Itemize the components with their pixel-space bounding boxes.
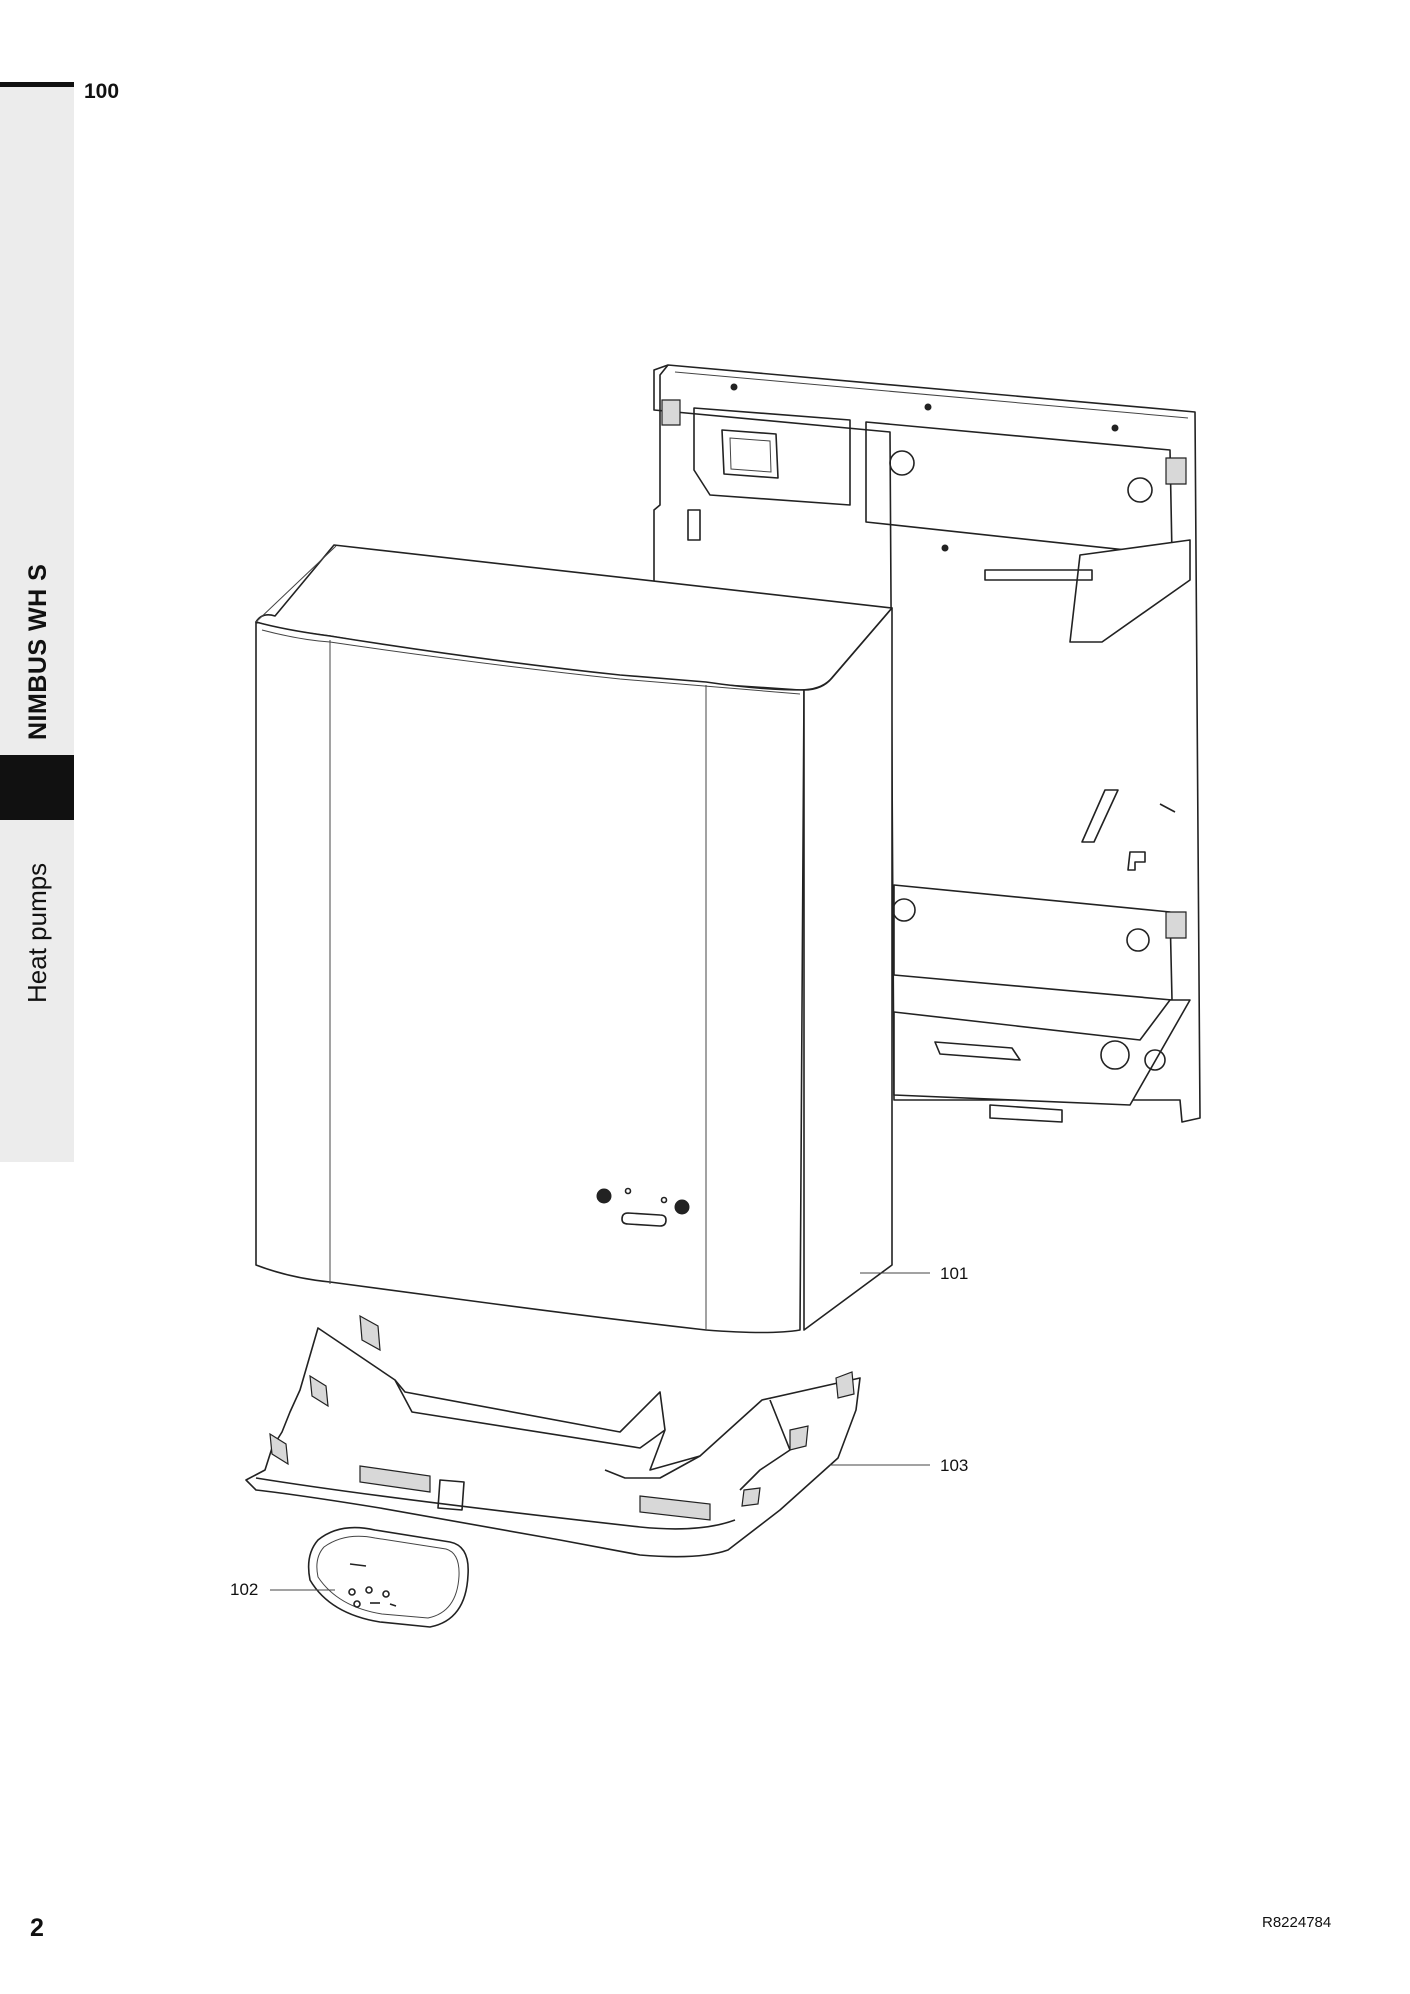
callout-103: 103 (940, 1456, 969, 1475)
sidebar-top-rule (0, 82, 74, 87)
callout-101: 101 (940, 1264, 969, 1283)
section-number: 100 (84, 80, 120, 103)
bottom-cover (245, 1314, 861, 1558)
document-code: R8224784 (1262, 1914, 1332, 1931)
page-number: 2 (30, 1914, 44, 1942)
main-casing (255, 544, 893, 1334)
back-frame (653, 364, 1201, 1123)
control-panel (307, 1526, 469, 1628)
callout-102: 102 (230, 1580, 259, 1599)
sidebar-band (0, 82, 74, 1162)
sidebar-black-block (0, 755, 74, 820)
